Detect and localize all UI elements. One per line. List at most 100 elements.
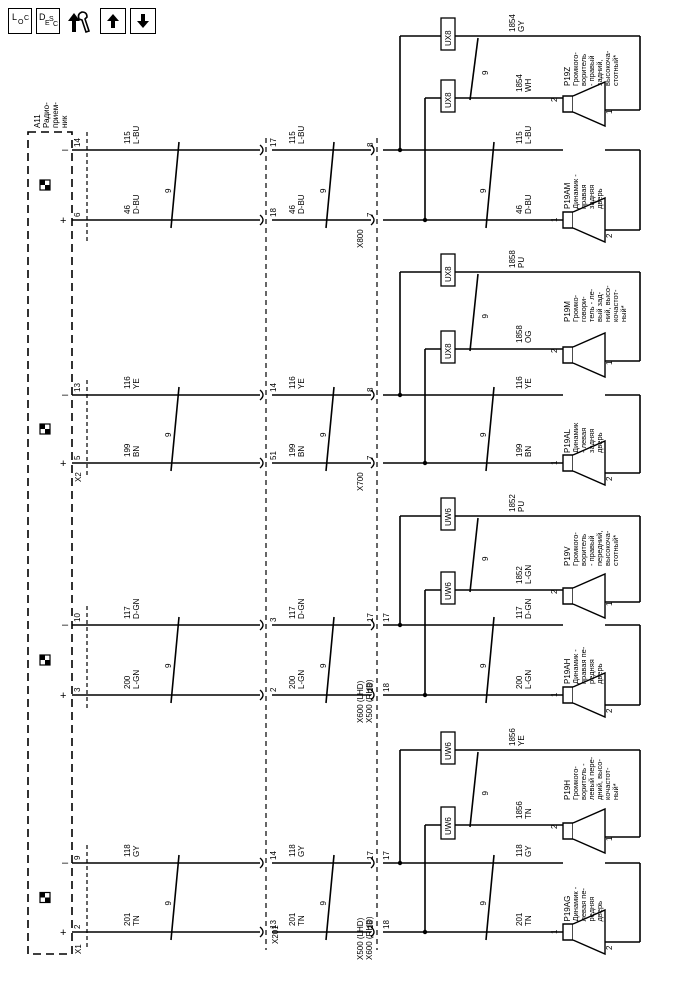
group-2-splice-dot-pos <box>422 460 428 466</box>
group-1-pos-wire-color-2: D-BU <box>297 194 306 214</box>
group-2-neg-x201-terminal <box>259 389 264 401</box>
group-2-pos-wire-color-2: BN <box>297 446 306 457</box>
group-3-pos-wire-code-3: 200 <box>515 675 524 689</box>
group-3-tweeter-pin-2: 2 <box>550 589 559 594</box>
group-1-pos-wire-color-1: D-BU <box>132 194 141 214</box>
group-4-door-pin-1: 1 <box>550 929 559 934</box>
group-1-minus-sign: – <box>62 144 69 156</box>
group-3-pos-radio-pin: 3 <box>73 687 82 692</box>
group-1-splice-box-mid-label: UX8 <box>444 92 453 108</box>
group-3-tweeter-speaker-icon <box>562 587 574 605</box>
group-4-door-speaker-cone <box>572 908 606 956</box>
location-button[interactable]: L O C <box>8 8 32 34</box>
group-4-tweeter-desc-3: левый пере- <box>587 756 596 800</box>
radio-connector-x2: X2 <box>74 472 83 482</box>
group-1-neg-wire-color-3: L-BU <box>524 126 533 144</box>
group-1-tweeter-id: P19Z <box>563 67 572 86</box>
group-4-tweeter-id: P19H <box>563 780 572 800</box>
arrow-down-button[interactable] <box>130 8 156 34</box>
group-2-tweeter-id: P19M <box>563 301 572 322</box>
group-3-door-desc-4: дверь <box>595 663 604 684</box>
group-4-inline-connector-label: X500 (LHD) <box>356 917 365 960</box>
group-1-neg-wire-code-1: 115 <box>123 131 132 144</box>
group-4-door-desc-2: левая пе- <box>579 888 588 922</box>
group-3-pos-inline-pin-2: 18 <box>382 683 391 692</box>
group-3-tweeter-desc-3: - правый <box>587 535 596 566</box>
group-4-tweeter-twist-label: 9 <box>481 791 490 796</box>
group-3-splice-box-top <box>440 497 456 531</box>
group-4-tweeter-pin-2: 2 <box>550 824 559 829</box>
group-1-pos-x201-terminal <box>259 214 264 226</box>
group-2-door-desc-4: дверь <box>595 432 604 453</box>
group-2-tweeter-mid-code: 1858 <box>515 325 524 343</box>
group-2-amplifier-icon-fill <box>40 424 45 429</box>
group-1-neg-x201-terminal <box>259 144 264 156</box>
group-1-neg-radio-pin: 14 <box>73 138 82 147</box>
group-4-tweeter-twist <box>469 751 479 828</box>
group-2-neg-wire-code-2: 116 <box>288 376 297 389</box>
wrench-connector-icon[interactable] <box>64 8 96 36</box>
group-1-tweeter-twist <box>469 37 479 101</box>
group-1-tweeter-mid-color: WH <box>524 78 533 92</box>
arrow-up-icon <box>107 14 119 28</box>
radio-desc-line-1: Радио- <box>42 102 51 128</box>
group-4-amplifier-icon-fill <box>45 897 50 903</box>
group-2-neg-wire-color-1: YE <box>132 378 141 389</box>
group-1-door-desc-3: задняя <box>587 185 596 209</box>
group-4-pos-wire-color-2: TN <box>297 915 306 926</box>
group-2-tweeter-mid-color: OG <box>524 331 533 343</box>
group-2-tweeter-desc-3: тель - ле- <box>587 288 596 322</box>
group-2-twist-2-label: 9 <box>319 432 328 437</box>
group-3-pos-inline-pin: 18 <box>366 683 375 692</box>
loc-letter-c: C <box>24 15 30 22</box>
group-2-neg-wire-code-1: 116 <box>123 376 132 389</box>
group-3-tweeter-twist-label: 9 <box>481 556 490 561</box>
group-1-tweeter-desc-3: - правый <box>587 55 596 86</box>
group-3-twist-1 <box>170 616 180 704</box>
arrow-up-button[interactable] <box>100 8 126 34</box>
group-2-pos-x201-pin: 51 <box>269 451 278 460</box>
group-2-twist-3 <box>485 386 495 472</box>
group-1-tweeter-desc-2: воритель <box>579 54 588 86</box>
group-3-door-desc-1: Динамик - <box>571 649 580 684</box>
group-4-neg-wire-color-2: GY <box>297 845 306 857</box>
group-2-tweeter-pin-1: 1 <box>605 360 614 365</box>
group-4-pos-inline-terminal <box>370 926 375 938</box>
group-4-twist-2-label: 9 <box>319 901 328 906</box>
group-2-neg-inline-pin: 8 <box>366 387 375 392</box>
description-button[interactable]: D E S C <box>36 8 60 34</box>
group-4-twist-3-label: 9 <box>479 901 488 906</box>
group-3-pos-wire-color-3: L-GN <box>524 670 533 689</box>
group-3-neg-x201-terminal <box>259 619 264 631</box>
group-3-twist-2 <box>325 616 335 704</box>
radio-name: A11 <box>33 114 42 128</box>
group-3-pos-wire-code-2: 200 <box>288 675 297 689</box>
group-3-splice-box-top-label: UW6 <box>444 508 453 526</box>
group-2-tweeter-desc-2: говори- <box>579 296 588 322</box>
group-3-pos-x201-terminal <box>259 689 264 701</box>
group-1-door-speaker-cone <box>572 196 606 244</box>
group-2-twist-1-label: 9 <box>164 432 173 437</box>
group-2-twist-3-label: 9 <box>479 432 488 437</box>
group-1-twist-2 <box>325 141 335 229</box>
group-1-tweeter-twist-label: 9 <box>481 70 490 75</box>
group-3-pos-wire-color-1: L-GN <box>132 670 141 689</box>
group-2-tweeter-desc-6: кочастот- <box>611 289 620 322</box>
group-1-twist-2-label: 9 <box>319 188 328 193</box>
group-1-tweeter-desc-6: стотный* <box>611 55 620 86</box>
group-3-tweeter-top-code: 1852 <box>508 494 517 512</box>
group-1-tweeter-desc-4: задний, <box>595 59 604 86</box>
group-4-twist-1-label: 9 <box>164 901 173 906</box>
group-2-minus-sign: – <box>62 389 69 401</box>
group-4-twist-1 <box>170 854 180 941</box>
group-2-tweeter-speaker-icon <box>562 346 574 364</box>
group-4-tweeter-desc-6: ный* <box>611 783 620 800</box>
group-4-twist-3 <box>485 854 495 941</box>
group-4-tweeter-top-code: 1856 <box>508 728 517 746</box>
group-4-tweeter-desc-1: Громкого- <box>571 766 580 800</box>
group-3-door-speaker-icon <box>562 686 574 704</box>
group-2-neg-wire-code-3: 116 <box>515 376 524 389</box>
group-4-neg-wire-color-3: GY <box>524 845 533 857</box>
group-3-tweeter-desc-4: передний, <box>595 531 604 566</box>
